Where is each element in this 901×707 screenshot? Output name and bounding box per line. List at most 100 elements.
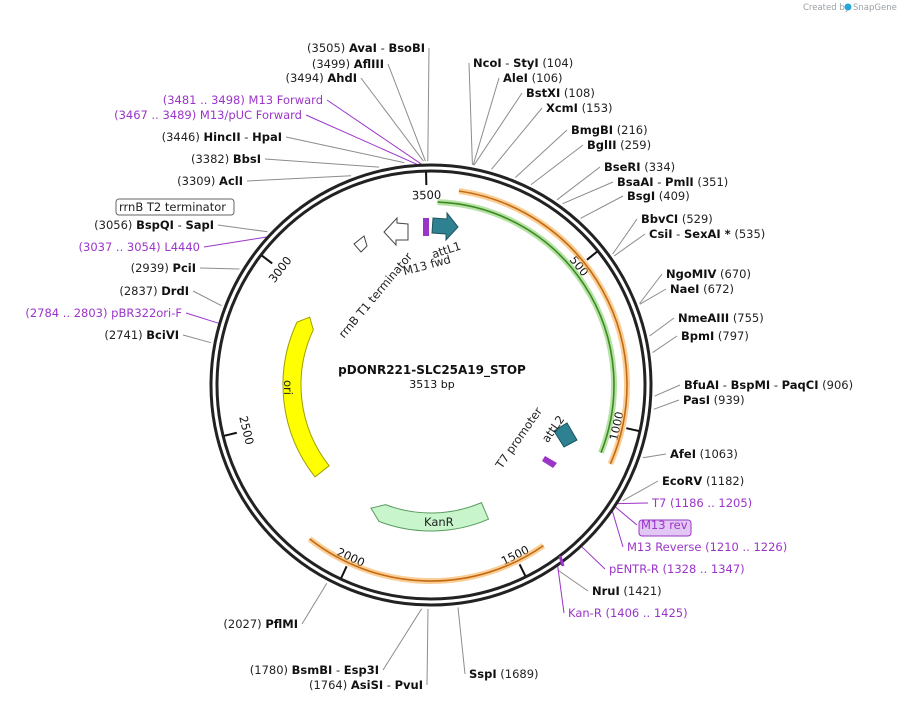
enzyme-name: PflMI: [265, 617, 298, 631]
restriction-site-label: (1764) AsiSI - PvuI: [309, 678, 423, 692]
restriction-site-label: BsgI (409): [627, 189, 690, 203]
restriction-site-label: (2027) PflMI: [223, 617, 298, 631]
name-separator: -: [673, 227, 684, 241]
tick-mark-1500: [518, 563, 527, 577]
leader-lines: [182, 47, 681, 686]
site-leader-15: [382, 608, 423, 671]
enzyme-name: BseRI: [604, 160, 641, 174]
primer-leader-9: [203, 236, 267, 248]
site-position: (2837): [119, 284, 157, 298]
restriction-site-label: (2939) PciI: [131, 261, 196, 275]
primer-leader-3: [326, 99, 422, 165]
enzyme-name: BsaAI: [617, 175, 654, 189]
tick-mark-1000: [626, 427, 640, 432]
enzyme-name: BglII: [587, 138, 617, 152]
site-leader-13: [182, 334, 212, 344]
primer-name: L4440: [164, 240, 200, 254]
site-position: (3382): [191, 152, 229, 166]
site-leader-40: [557, 569, 589, 592]
t7-promoter-label: T7 promoter: [492, 404, 545, 472]
restriction-site-label: (3494) AhdI: [285, 71, 357, 85]
enzyme-name: BmgBI: [571, 123, 613, 137]
site-position: (3056): [94, 218, 132, 232]
enzyme-name: BstXI: [526, 86, 560, 100]
name-separator: -: [654, 175, 665, 189]
site-leader-19: [473, 92, 523, 166]
tick-label-3000: 3000: [266, 254, 295, 286]
primer-leader-39: [581, 546, 606, 570]
enzyme-name: Esp3I: [344, 663, 379, 677]
site-leader-28: [639, 273, 663, 304]
site-position: (3499): [312, 57, 350, 71]
primer-name: M13 rev: [641, 518, 688, 532]
attL2-arrow: [553, 422, 578, 448]
restriction-site-label: BbvCI (529): [641, 212, 713, 226]
site-position: (104): [542, 56, 573, 70]
site-position: (3309): [177, 174, 215, 188]
kanr-label: KanR: [424, 515, 454, 529]
restriction-site-label: SspI (1689): [469, 667, 539, 681]
primer-label: Kan-R (1406 .. 1425): [568, 606, 688, 620]
restriction-site-label: NcoI - StyI (104): [473, 56, 573, 70]
site-position: (351): [697, 175, 728, 189]
site-leader-29: [639, 288, 667, 305]
site-leader-0: [427, 47, 430, 162]
tick-mark-500: [586, 250, 598, 261]
restriction-site-label: BstXI (108): [526, 86, 595, 100]
enzyme-name: BfuAI: [684, 378, 719, 392]
primer-range: (3037 .. 3054): [79, 240, 161, 254]
enzyme-name: BsgI: [627, 189, 655, 203]
primer-label: T7 (1186 .. 1205): [651, 496, 752, 510]
restriction-site-label: NruI (1421): [592, 584, 662, 598]
kanr-arrow: [370, 501, 490, 532]
primer-name: pENTR-R: [609, 562, 659, 576]
enzyme-name: PciI: [173, 261, 196, 275]
site-leader-30: [649, 317, 675, 337]
enzyme-name: PasI: [683, 393, 710, 407]
primer-label: (3481 .. 3498) M13 Forward: [163, 93, 323, 107]
enzyme-name: BbvCI: [641, 212, 678, 226]
site-leader-23: [556, 166, 601, 201]
site-position: (3505): [307, 41, 345, 55]
site-leader-6: [264, 158, 380, 168]
enzyme-name: HpaI: [252, 130, 282, 144]
site-labels: (3505) AvaI - BsoBI(3499) AflIII(3494) A…: [25, 41, 853, 692]
restriction-site-label: BsaAI - PmlI (351): [617, 175, 728, 189]
enzyme-name: AhdI: [327, 71, 357, 85]
site-position: (1182): [706, 474, 744, 488]
enzyme-name: NmeAIII: [678, 311, 729, 325]
primer-range: (3481 .. 3498): [163, 93, 245, 107]
restriction-site-label: (1780) BsmBI - Esp3I: [250, 663, 379, 677]
enzyme-name: AleI: [503, 71, 528, 85]
primer-name: pBR322ori-F: [111, 306, 182, 320]
site-position: (1063): [700, 447, 738, 461]
primer-leader-37: [614, 506, 638, 526]
restriction-site-label: AfeI (1063): [670, 447, 738, 461]
site-position: (2741): [104, 328, 142, 342]
site-leader-21: [515, 129, 568, 178]
restriction-site-label: CsiI - SexAI * (535): [649, 227, 765, 241]
plasmid-size: 3513 bp: [409, 378, 454, 391]
enzyme-name: PmlI: [665, 175, 694, 189]
site-leader-5: [285, 136, 405, 164]
primer-leader-4: [305, 114, 418, 165]
enzyme-name: BbsI: [233, 152, 261, 166]
enzyme-name: PaqCI: [782, 378, 819, 392]
plasmid-title: pDONR221-SLC25A19_STOP: [338, 363, 526, 378]
enzyme-name: SapI: [185, 218, 214, 232]
restriction-site-label: BfuAI - BspMI - PaqCI (906): [684, 378, 853, 392]
primer-range: (2784 .. 2803): [25, 306, 107, 320]
primer-range: (1186 .. 1205): [670, 496, 752, 510]
primer-name: M13 Forward: [249, 93, 323, 107]
restriction-site-label: (3056) BspQI - SapI: [94, 218, 214, 232]
site-leader-34: [642, 453, 667, 459]
enzyme-name: CsiI: [649, 227, 673, 241]
credit-text: Created by: [803, 3, 850, 13]
site-position: (259): [620, 138, 651, 152]
site-leader-8: [217, 224, 268, 233]
site-leader-33: [653, 399, 680, 410]
enzyme-name: BciVI: [146, 328, 179, 342]
enzyme-name: HincII: [203, 130, 240, 144]
enzyme-name: NaeI: [670, 282, 699, 296]
backbone-inner-ring: [215, 169, 647, 601]
